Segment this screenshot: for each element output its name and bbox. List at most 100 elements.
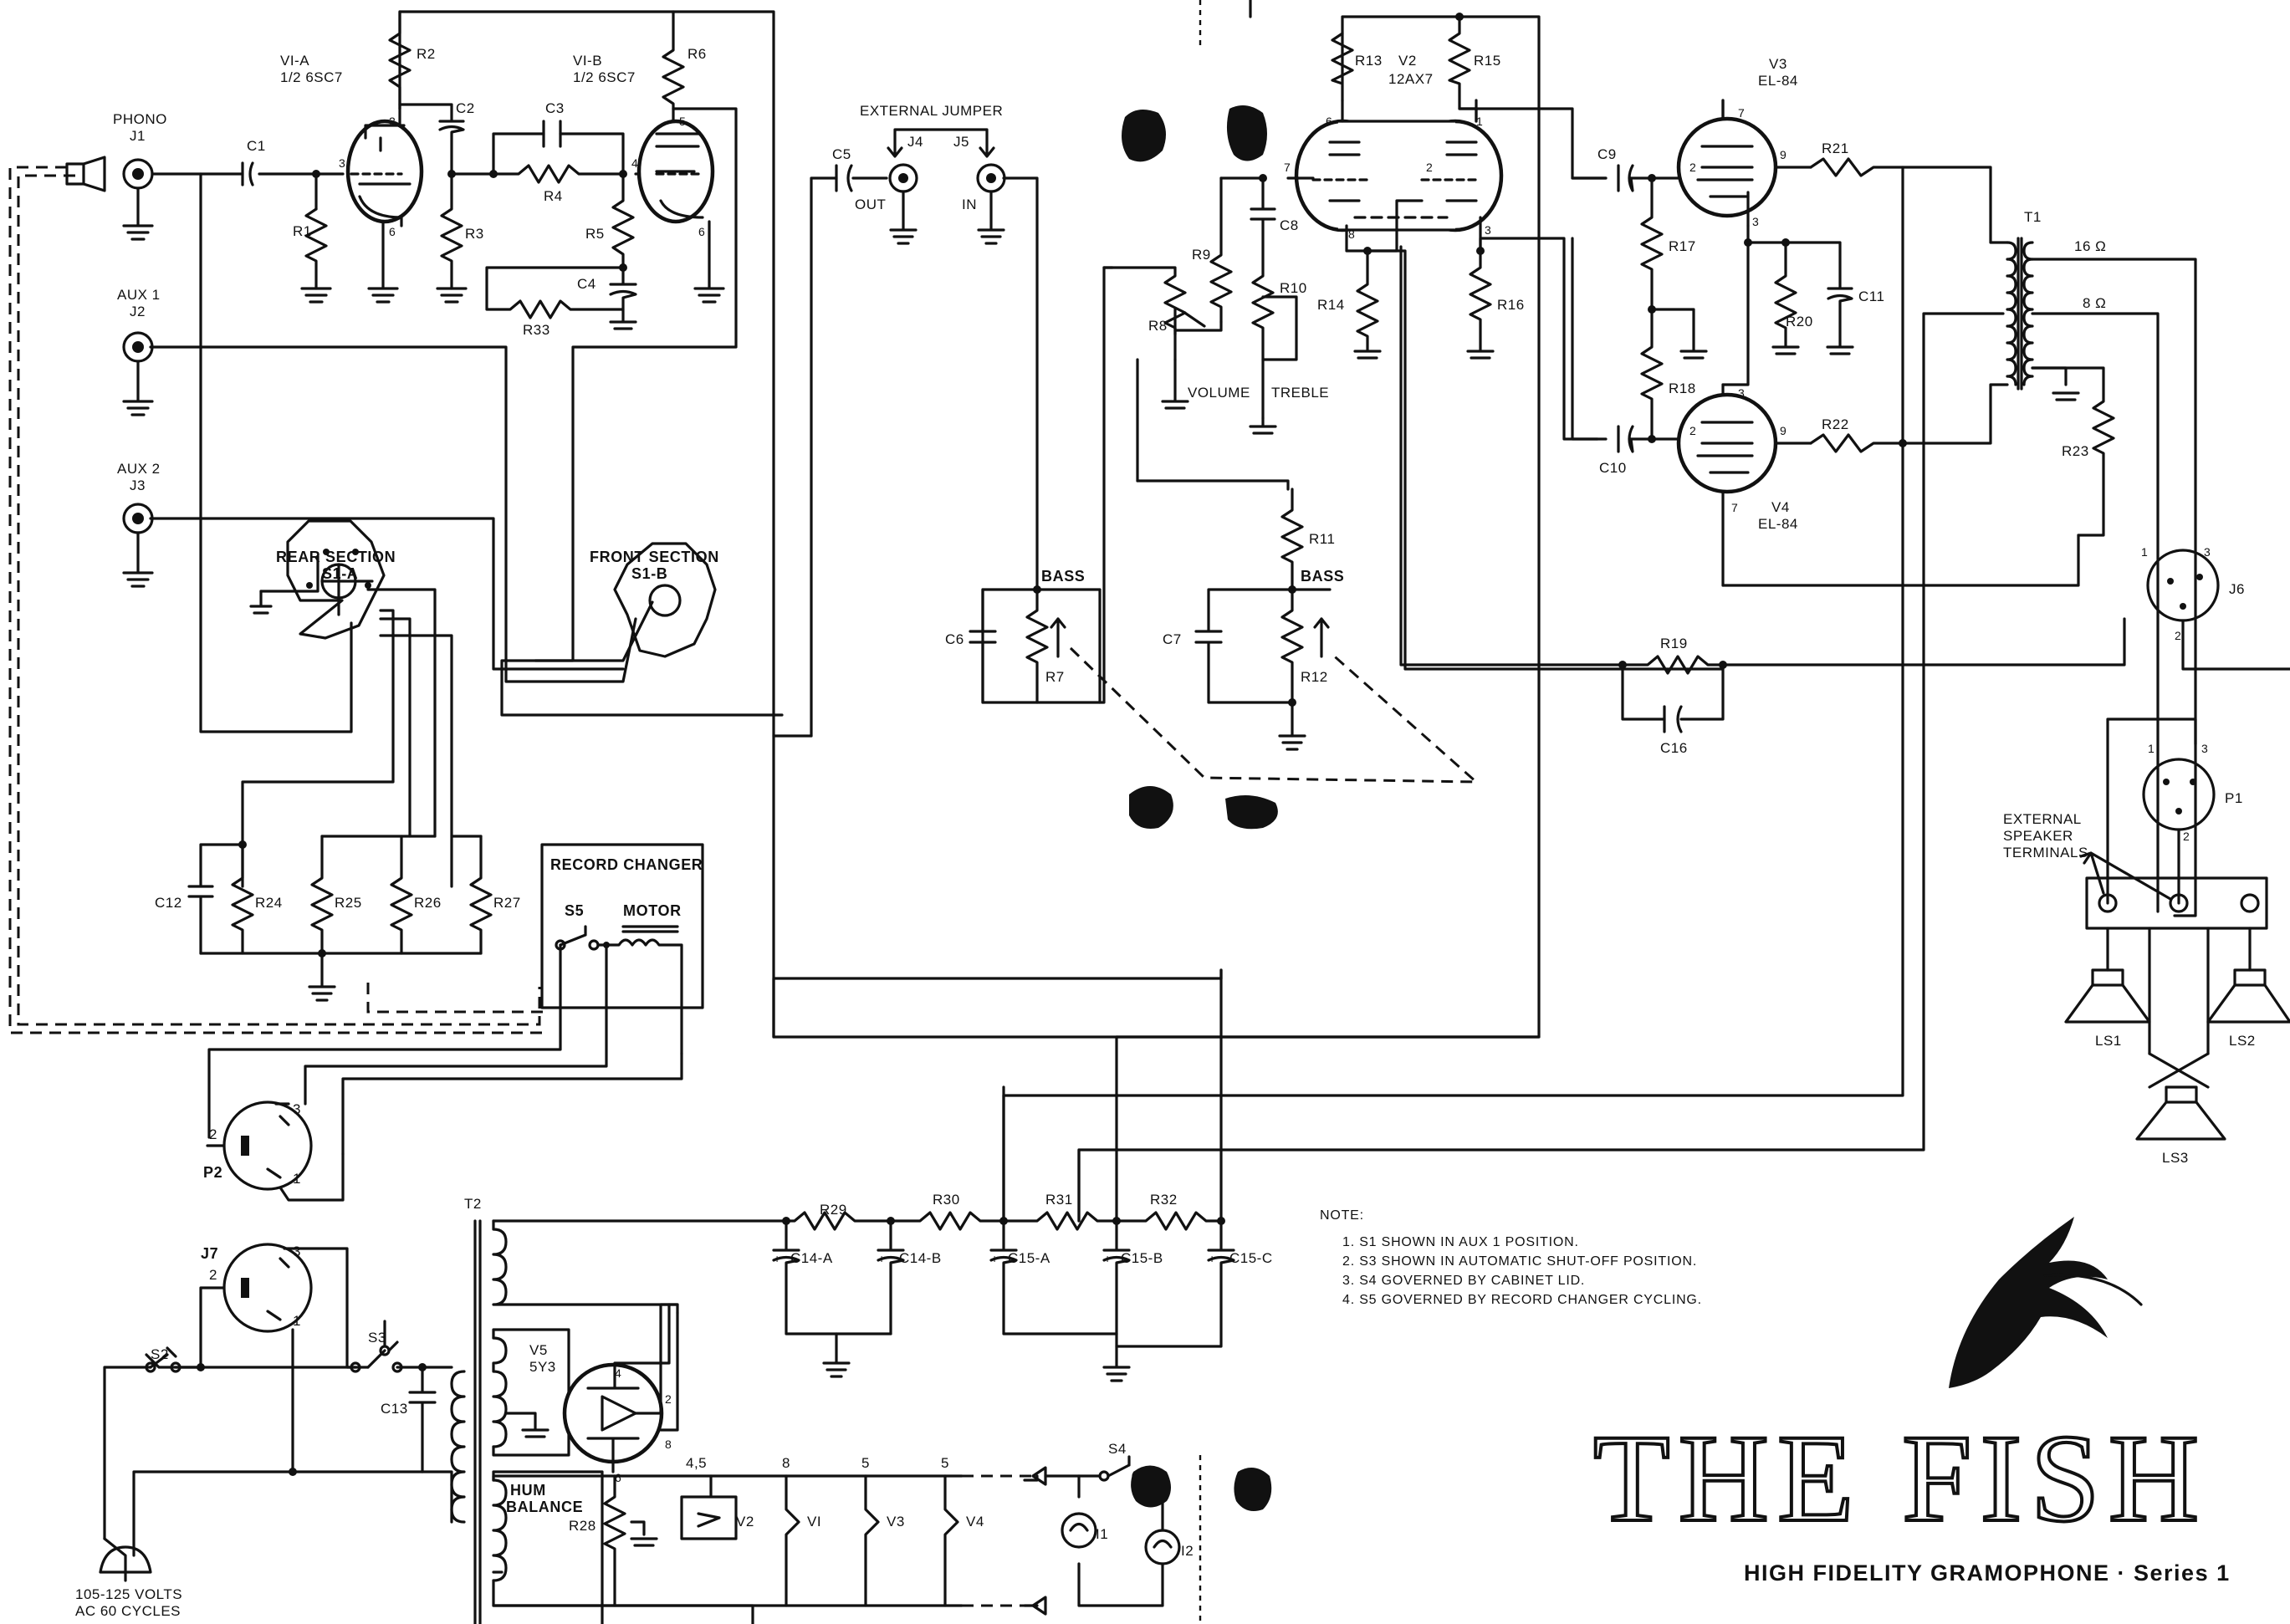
svg-text:SPEAKER: SPEAKER — [2003, 828, 2073, 844]
svg-text:R11: R11 — [1309, 531, 1335, 547]
svg-text:VI-A: VI-A — [280, 53, 309, 69]
notes: NOTE: 1. S1 SHOWN IN AUX 1 POSITION. 2. … — [1320, 1208, 1702, 1307]
svg-text:V5: V5 — [529, 1342, 548, 1358]
aux1-jack-j2: AUX 1 J2 — [117, 287, 161, 416]
svg-text:C2: C2 — [456, 100, 475, 116]
svg-text:R20: R20 — [1786, 314, 1813, 329]
svg-text:1: 1 — [2148, 742, 2155, 755]
svg-text:R16: R16 — [1497, 297, 1525, 313]
output-wiring: R20 C11 R21 R22 — [1002, 99, 2080, 1223]
svg-text:4,5: 4,5 — [686, 1455, 707, 1471]
svg-text:R4: R4 — [544, 188, 563, 204]
record-changer: RECORD CHANGER S5 MOTOR — [207, 843, 704, 1156]
svg-text:R10: R10 — [1280, 280, 1307, 296]
svg-text:8: 8 — [665, 1438, 672, 1451]
svg-text:C4: C4 — [577, 276, 596, 292]
svg-text:2: 2 — [1689, 161, 1696, 174]
svg-text:7: 7 — [1731, 501, 1738, 514]
svg-text:V2: V2 — [736, 1514, 754, 1530]
svg-text:C8: C8 — [1280, 217, 1299, 233]
svg-text:R2: R2 — [417, 46, 436, 62]
v2-wiring: R13 R15 R14 R16 — [772, 13, 1725, 1039]
svg-text:4: 4 — [615, 1366, 621, 1380]
svg-text:3: 3 — [1485, 223, 1491, 237]
svg-text:3: 3 — [293, 1244, 301, 1259]
svg-text:R24: R24 — [255, 895, 283, 911]
svg-text:AUX 2: AUX 2 — [117, 461, 161, 477]
svg-text:3. S4 GOVERNED BY CABINET LID: 3. S4 GOVERNED BY CABINET LID. — [1342, 1274, 1585, 1288]
svg-text:R1: R1 — [293, 223, 312, 239]
tube-v1a: VI-A 1/2 6SC7 2 3 6 — [280, 53, 424, 238]
tube-v3: 7 2 9 3 V3 EL-84 — [1676, 56, 1812, 228]
svg-text:R22: R22 — [1822, 416, 1849, 432]
svg-text:OUT: OUT — [855, 197, 886, 212]
svg-text:2: 2 — [665, 1392, 672, 1406]
svg-text:I1: I1 — [1096, 1526, 1108, 1542]
mains-input: 2 3 1 J7 S2 S3 C13 105-125 VOLTS AC 60 C… — [75, 1243, 453, 1619]
jack-j6: 1 3 2 J6 — [2141, 545, 2290, 671]
svg-text:BASS: BASS — [1041, 568, 1085, 585]
svg-text:S2: S2 — [151, 1346, 169, 1362]
svg-text:S5: S5 — [565, 902, 584, 919]
svg-text:TREBLE: TREBLE — [1271, 385, 1329, 401]
svg-text:C5: C5 — [832, 146, 851, 162]
svg-text:16 Ω: 16 Ω — [2074, 238, 2106, 254]
svg-text:1: 1 — [2141, 545, 2148, 559]
svg-text:+: + — [774, 1252, 780, 1265]
svg-text:R21: R21 — [1822, 140, 1849, 156]
svg-text:5: 5 — [861, 1455, 870, 1471]
power-transformer-t2: T2 — [450, 1196, 754, 1624]
svg-text:R19: R19 — [1660, 636, 1688, 651]
aux2-jack-j3: AUX 2 J3 — [117, 461, 161, 588]
svg-text:V4: V4 — [1771, 499, 1790, 515]
svg-text:+: + — [991, 1252, 998, 1265]
svg-text:7: 7 — [1738, 106, 1745, 120]
svg-text:R23: R23 — [2062, 443, 2089, 459]
svg-text:V3: V3 — [887, 1514, 905, 1530]
svg-text:3: 3 — [1738, 386, 1745, 400]
svg-text:AC 60 CYCLES: AC 60 CYCLES — [75, 1603, 181, 1619]
svg-text:C10: C10 — [1599, 460, 1627, 476]
svg-text:V4: V4 — [966, 1514, 984, 1530]
svg-text:J5: J5 — [953, 134, 969, 150]
svg-text:EL-84: EL-84 — [1758, 516, 1798, 532]
svg-text:S1-B: S1-B — [631, 565, 667, 582]
svg-text:MOTOR: MOTOR — [623, 902, 682, 919]
svg-text:T2: T2 — [464, 1196, 482, 1212]
svg-text:2: 2 — [2175, 629, 2181, 642]
svg-text:R32: R32 — [1150, 1192, 1178, 1208]
output-transformer-t1: T1 16 Ω 8 Ω R23 — [1077, 166, 2197, 1223]
svg-text:R6: R6 — [688, 46, 707, 62]
svg-text:R9: R9 — [1192, 247, 1211, 263]
svg-text:6: 6 — [698, 225, 705, 238]
svg-text:S1-A: S1-A — [322, 565, 358, 582]
rectifier-v5: 4 2 8 6 V5 5Y3 — [529, 1303, 679, 1484]
svg-text:+: + — [1104, 1252, 1111, 1265]
svg-text:V3: V3 — [1769, 56, 1787, 72]
svg-text:7: 7 — [1284, 161, 1291, 174]
brand-name: THE FISH — [1593, 1409, 2207, 1548]
svg-text:LS2: LS2 — [2229, 1033, 2256, 1049]
svg-text:V2: V2 — [1398, 53, 1417, 69]
svg-text:5Y3: 5Y3 — [529, 1359, 556, 1375]
svg-text:IN: IN — [962, 197, 977, 212]
svg-text:5: 5 — [679, 115, 686, 128]
svg-text:J3: J3 — [130, 477, 146, 493]
svg-text:J1: J1 — [130, 128, 146, 144]
svg-text:P2: P2 — [203, 1164, 222, 1181]
svg-text:R7: R7 — [1045, 669, 1065, 685]
v1-wiring — [151, 10, 813, 738]
svg-text:S4: S4 — [1108, 1441, 1127, 1457]
feedback-network: R19 C16 — [1399, 245, 2126, 756]
svg-text:VOLUME: VOLUME — [1188, 385, 1250, 401]
svg-text:EL-84: EL-84 — [1758, 73, 1798, 89]
svg-text:AUX 1: AUX 1 — [117, 287, 161, 303]
svg-text:C7: C7 — [1163, 631, 1182, 647]
svg-text:NOTE:: NOTE: — [1320, 1208, 1364, 1223]
phono-label: PHONO — [113, 111, 167, 127]
svg-text:4. S5 GOVERNED BY RECORD CHAN: 4. S5 GOVERNED BY RECORD CHANGER CYCLING… — [1342, 1293, 1702, 1307]
svg-text:R27: R27 — [493, 895, 521, 911]
svg-text:J7: J7 — [201, 1245, 218, 1262]
svg-text:8: 8 — [782, 1455, 790, 1471]
